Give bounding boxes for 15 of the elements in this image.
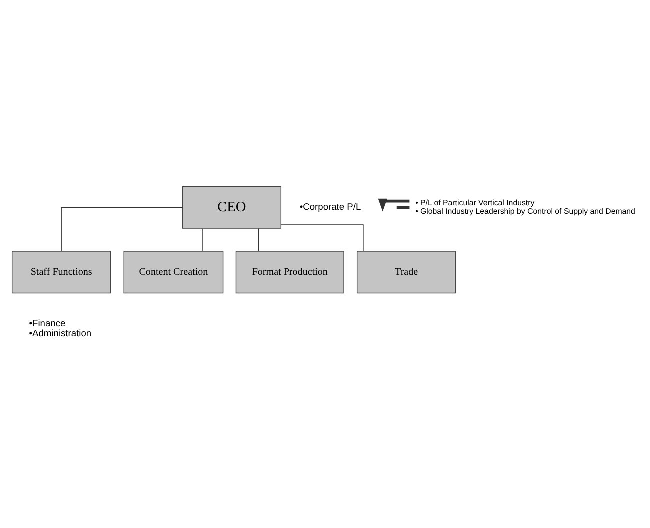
node-box: Content Creation bbox=[124, 250, 224, 294]
connector bbox=[280, 224, 364, 252]
connector bbox=[258, 228, 260, 252]
node-box: Staff Functions bbox=[12, 250, 112, 294]
connector bbox=[396, 206, 410, 209]
node-label: •Corporate P/L bbox=[300, 202, 362, 212]
node-label: •Administration bbox=[29, 328, 92, 338]
arrow bbox=[378, 198, 410, 212]
node-text: • P/L of Particular Vertical Industry • Global Industry Leadership by Control of Supply and Demand bbox=[416, 198, 636, 216]
connector bbox=[61, 206, 184, 252]
node-box: CEO bbox=[182, 186, 282, 228]
connector bbox=[202, 228, 204, 252]
node-box: Trade bbox=[356, 250, 456, 294]
node-box: Format Production bbox=[236, 250, 344, 294]
node-label: •Finance bbox=[29, 318, 66, 328]
